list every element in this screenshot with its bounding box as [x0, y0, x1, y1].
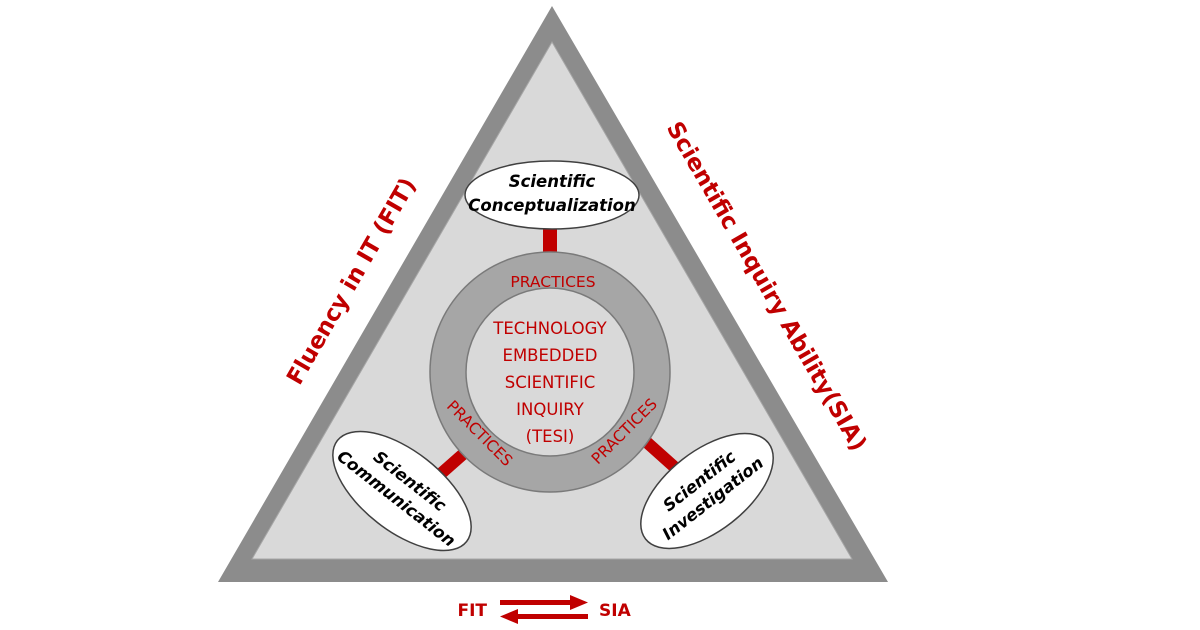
node-conceptualization: Scientific Conceptualization [464, 160, 640, 230]
core-circle [465, 287, 635, 457]
practices-ring [430, 252, 670, 492]
legend: FIT SIA [457, 595, 632, 624]
core-line-3: SCIENTIFIC [505, 373, 595, 392]
core-line-2: EMBEDDED [503, 346, 598, 365]
practices-ring-border-outer [429, 251, 671, 493]
node-top-line-2: Conceptualization [468, 196, 635, 215]
arrow-right-icon [500, 595, 588, 610]
core-line-5: (TESI) [526, 427, 575, 446]
ring-label-top: PRACTICES [510, 273, 595, 291]
core-line-1: TECHNOLOGY [492, 319, 607, 338]
legend-sia: SIA [599, 601, 632, 621]
node-top-line-1: Scientific [509, 172, 596, 191]
legend-fit: FIT [457, 601, 487, 621]
arrow-left-icon [500, 609, 588, 624]
core-line-4: INQUIRY [516, 400, 585, 419]
